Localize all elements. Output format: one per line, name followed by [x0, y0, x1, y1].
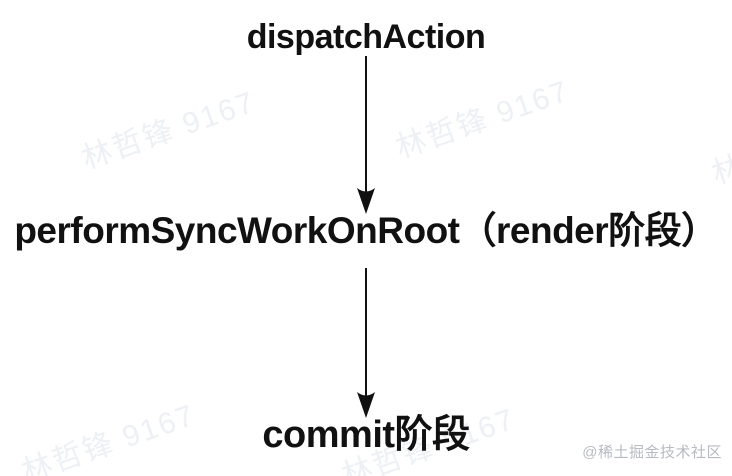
- flow-arrow-down-1: [357, 56, 375, 214]
- node-commit-phase: commit阶段: [262, 414, 470, 456]
- watermark-text: 林哲锋 9167: [391, 74, 574, 165]
- watermark-text: 林哲锋 9167: [707, 101, 732, 191]
- node-perform-sync-work-on-root: performSyncWorkOnRoot（render阶段）: [14, 210, 718, 251]
- juejin-community-credit: @稀土掘金技术社区: [582, 444, 722, 461]
- flow-arrow-down-2: [357, 268, 375, 418]
- node-dispatch-action: dispatchAction: [246, 18, 486, 56]
- watermark-text: 林哲锋 9167: [77, 85, 260, 176]
